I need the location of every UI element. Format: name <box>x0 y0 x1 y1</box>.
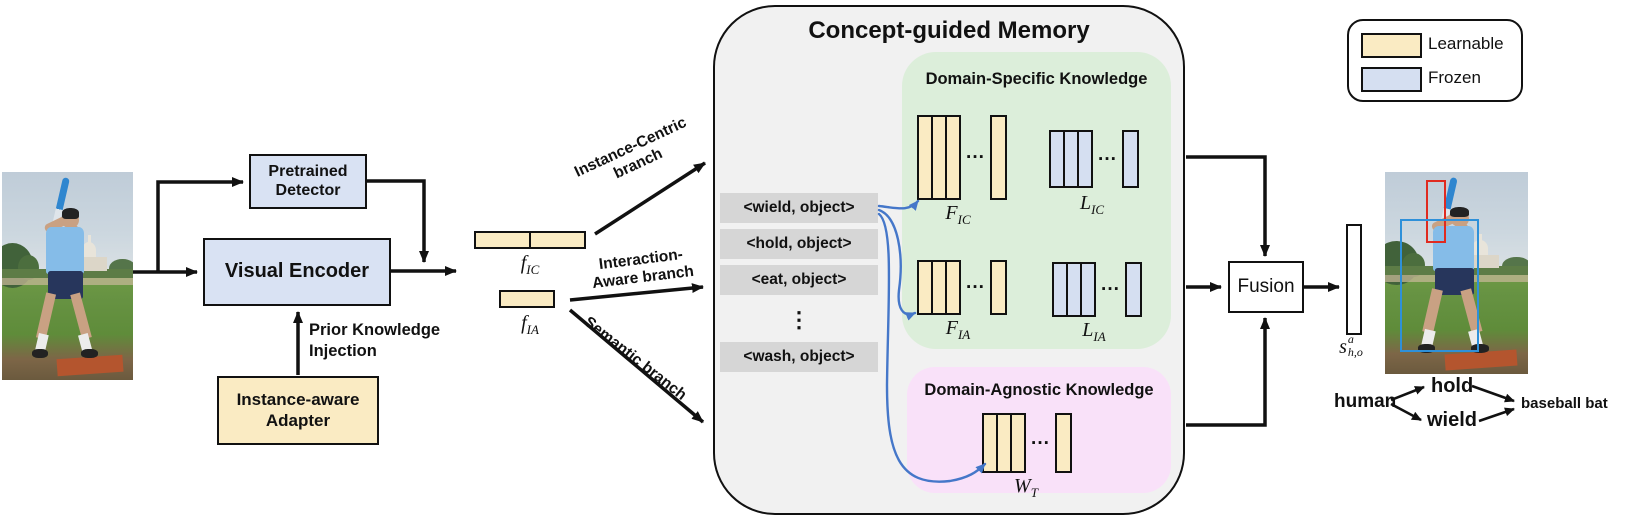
learnable-bars <box>917 260 961 315</box>
bank-wt-label: WT <box>1014 475 1038 500</box>
relation-subject: human <box>1334 391 1397 412</box>
memory-bank-wt: ··· <box>982 413 1072 473</box>
concept-tag-eat-object: <eat, object> <box>720 265 878 295</box>
player-shoe <box>32 348 48 359</box>
learnable-bar <box>989 260 1007 315</box>
semantic-branch-label: Semantic branch <box>580 313 690 404</box>
legend-learnable-label: Learnable <box>1428 34 1504 53</box>
frozen-bar <box>1124 262 1142 317</box>
adapter-label-line2: Adapter <box>265 410 331 430</box>
arrow-memory-top-to-fusion <box>1186 155 1270 257</box>
pretrained-detector-label-line1: Pretrained <box>268 162 348 180</box>
adapter-label-line1: Instance-aware <box>236 390 360 410</box>
memory-bank-fic: ··· <box>917 115 1007 200</box>
player-shirt <box>45 227 84 274</box>
capitol-dome <box>1472 239 1488 257</box>
player-cap <box>61 208 79 219</box>
bank-lia-label: LIA <box>1082 319 1106 344</box>
frozen-bars <box>1049 130 1093 188</box>
feature-cell <box>529 231 586 249</box>
bank-lic-label: LIC <box>1079 192 1105 217</box>
memory-bank-lia: ··· <box>1052 262 1142 317</box>
bank-ellipsis: ··· <box>1101 279 1120 300</box>
feature-fic-label: fIC <box>520 252 540 277</box>
legend-learnable-swatch <box>1361 33 1422 58</box>
relation-predicate-wield: wield <box>1427 409 1478 431</box>
memory-bank-fia: ··· <box>917 260 1007 315</box>
capitol-building <box>1478 233 1483 242</box>
visual-encoder-label: Visual Encoder <box>224 260 370 283</box>
player-shoe <box>1417 343 1436 353</box>
capitol-dome <box>81 241 97 260</box>
player-leg <box>70 292 93 339</box>
instance-aware-adapter-box: Instance-aware Adapter <box>217 376 379 445</box>
learnable-bar <box>1054 413 1072 473</box>
interaction-aware-branch-label: Interaction- Aware branch <box>591 245 695 292</box>
home-plate-mat <box>56 354 124 376</box>
concept-tag-wash-object: <wash, object> <box>720 342 878 372</box>
relation-predicate-hold: hold <box>1431 375 1474 397</box>
output-image <box>1385 172 1528 374</box>
player-shirt <box>1432 225 1475 271</box>
player-leg <box>35 292 57 339</box>
frozen-bars <box>1052 262 1096 317</box>
visual-encoder-box: Visual Encoder <box>203 238 391 306</box>
score-vector <box>1346 224 1362 335</box>
fusion-label: Fusion <box>1237 276 1295 297</box>
arrow-memory-bottom-to-fusion <box>1186 317 1270 427</box>
memory-title: Concept-guided Memory <box>808 17 1090 44</box>
pretrained-detector-label-line2: Detector <box>275 181 341 199</box>
bank-fia-label: FIA <box>945 317 971 342</box>
learnable-bars <box>917 115 961 200</box>
feature-fia-label: fIA <box>521 312 539 337</box>
legend-frozen-swatch <box>1361 67 1422 92</box>
input-image <box>2 172 133 380</box>
arrow-wield-to-object <box>1478 407 1515 423</box>
capitol-building <box>87 235 92 244</box>
human-bounding-box <box>1400 219 1479 352</box>
learnable-bar <box>989 115 1007 200</box>
learnable-bars <box>982 413 1026 473</box>
player-shoe <box>1470 343 1490 353</box>
legend-frozen-label: Frozen <box>1428 68 1481 87</box>
bank-ellipsis: ··· <box>966 147 985 168</box>
feature-fia-token <box>499 290 555 308</box>
feature-cell <box>474 231 531 249</box>
bank-ellipsis: ··· <box>1031 432 1050 454</box>
concept-tag-hold-object: <hold, object> <box>720 229 878 259</box>
instance-centric-branch-label: Instance-Centric branch <box>571 114 690 183</box>
bank-fic-label: FIC <box>945 202 971 227</box>
domain-agnostic-knowledge-title: Domain-Agnostic Knowledge <box>924 381 1154 399</box>
concept-tag-wield-object: <wield, object> <box>720 193 878 223</box>
arrow-hold-to-object <box>1471 384 1515 403</box>
player-shoe <box>80 348 98 359</box>
bank-ellipsis: ··· <box>966 277 985 298</box>
object-bounding-box <box>1426 180 1447 243</box>
domain-specific-knowledge-title: Domain-Specific Knowledge <box>925 70 1148 88</box>
concept-tags-ellipsis: ⋮ <box>788 307 810 332</box>
player-cap <box>1450 207 1469 218</box>
relation-object: baseball bat <box>1521 395 1608 412</box>
frozen-bar <box>1121 130 1139 188</box>
feature-cell <box>499 290 555 308</box>
bank-ellipsis: ··· <box>1098 148 1117 170</box>
fusion-box: Fusion <box>1228 261 1304 313</box>
prior-knowledge-injection-label: Prior Knowledge Injection <box>309 321 441 361</box>
pretrained-detector-box: Pretrained Detector <box>249 154 367 209</box>
memory-bank-lic: ··· <box>1049 130 1139 188</box>
feature-fic-token <box>474 231 586 249</box>
